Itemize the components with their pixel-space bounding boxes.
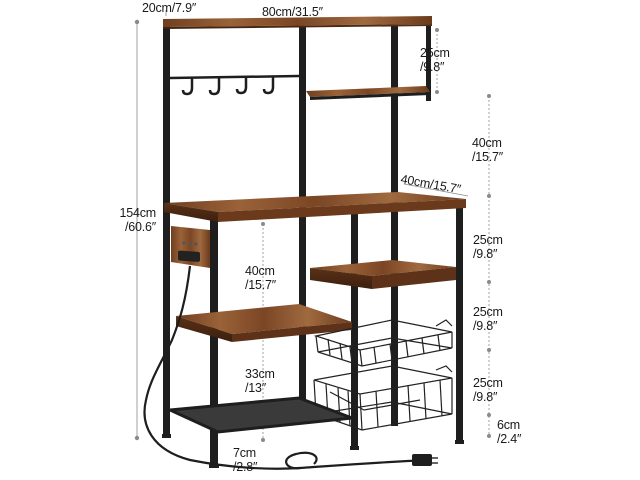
dim-top-width: 80cm/31.5″ bbox=[262, 5, 323, 19]
dim-right-shelf1-cm: 25cm bbox=[473, 233, 503, 247]
dim-right-shelf1: 25cm /9.8″ bbox=[473, 233, 503, 261]
dim-foot-clearance-cm: 6cm bbox=[497, 418, 521, 432]
dim-inner-upper-in: /15.7″ bbox=[245, 278, 277, 292]
bottom-mesh-shelf bbox=[164, 396, 353, 434]
dim-inner-lower: 33cm /13″ bbox=[245, 367, 275, 395]
dim-mid-height: 40cm /15.7″ bbox=[472, 136, 503, 164]
dim-right-shelf2-cm: 25cm bbox=[473, 305, 503, 319]
dim-bottom-gap: 7cm /2.8″ bbox=[233, 446, 257, 474]
dim-right-shelf1-in: /9.8″ bbox=[473, 247, 498, 261]
top-shelf bbox=[163, 16, 432, 29]
dim-bottom-gap-in: /2.8″ bbox=[233, 460, 258, 474]
dim-total-height-cm: 154cm bbox=[119, 206, 156, 220]
upper-wire-basket bbox=[313, 319, 453, 367]
dim-right-shelf3: 25cm /9.8″ bbox=[473, 376, 503, 404]
dim-upper-gap-cm: 25cm bbox=[420, 46, 450, 60]
dim-right-shelf3-cm: 25cm bbox=[473, 376, 503, 390]
rack-frame bbox=[162, 26, 464, 468]
dim-inner-upper-cm: 40cm bbox=[245, 264, 275, 278]
main-tabletop bbox=[164, 192, 466, 222]
dim-inner-lower-cm: 33cm bbox=[245, 367, 275, 381]
dim-top-depth: 20cm/7.9″ bbox=[142, 1, 197, 15]
dim-right-shelf2: 25cm /9.8″ bbox=[473, 305, 503, 333]
power-strip-panel bbox=[171, 226, 210, 268]
right-middle-shelf bbox=[310, 260, 456, 289]
upper-small-shelf bbox=[306, 86, 430, 100]
dim-total-height: 154cm /60.6″ bbox=[98, 206, 156, 234]
dim-mid-height-in: /15.7″ bbox=[472, 150, 504, 164]
dim-upper-gap-in: /9.8″ bbox=[420, 60, 445, 74]
dimension-lines bbox=[134, 10, 491, 442]
dim-inner-upper: 40cm /15.7″ bbox=[245, 264, 276, 292]
dim-right-shelf2-in: /9.8″ bbox=[473, 319, 498, 333]
power-plug bbox=[412, 454, 438, 466]
dim-upper-gap: 25cm /9.8″ bbox=[420, 46, 450, 74]
dim-foot-clearance: 6cm /2.4″ bbox=[497, 418, 521, 446]
dim-right-shelf3-in: /9.8″ bbox=[473, 390, 498, 404]
left-lower-shelf bbox=[176, 304, 352, 342]
dim-bottom-gap-cm: 7cm bbox=[233, 446, 257, 460]
power-cord bbox=[143, 265, 431, 470]
dim-mid-height-cm: 40cm bbox=[472, 136, 502, 150]
dim-foot-clearance-in: /2.4″ bbox=[497, 432, 522, 446]
hook-rail bbox=[169, 74, 300, 96]
dim-inner-lower-in: /13″ bbox=[245, 381, 267, 395]
dim-total-height-in: /60.6″ bbox=[124, 220, 156, 234]
